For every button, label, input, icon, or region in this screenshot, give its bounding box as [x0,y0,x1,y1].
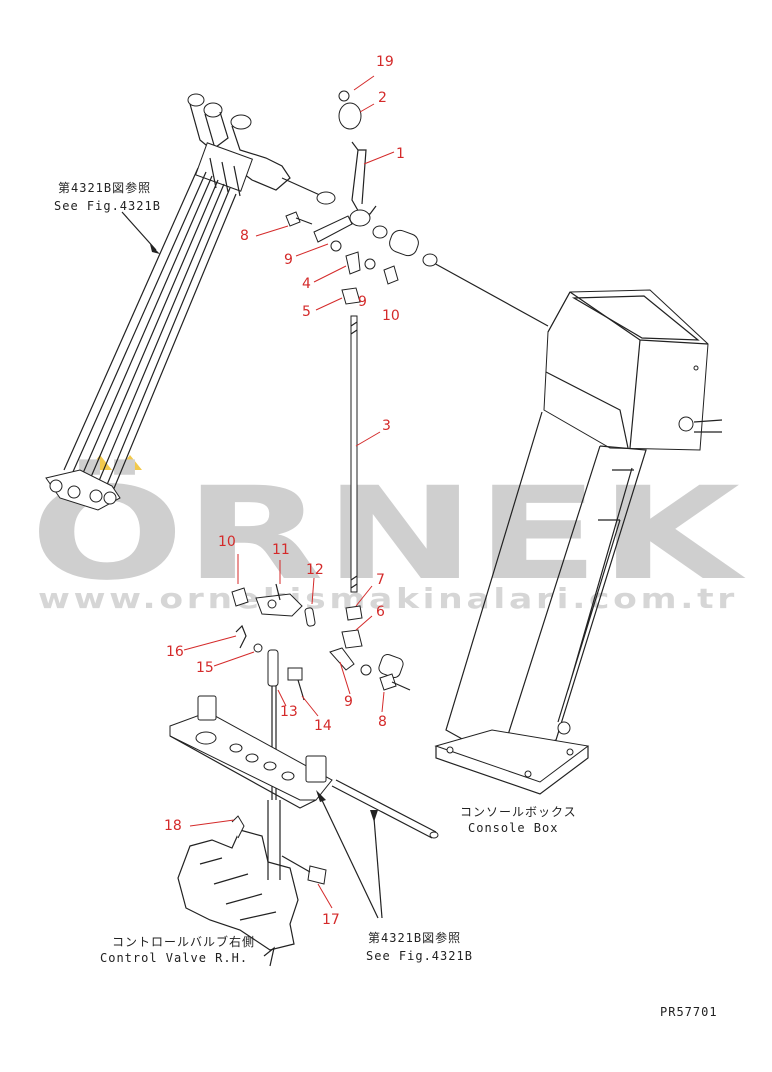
callout-9: 9 [284,252,293,268]
callout-10: 10 [382,308,400,324]
callout-12: 12 [306,562,324,578]
part-12-pin [304,607,316,627]
part-5-nut [341,287,361,305]
part-18-clip [231,815,245,839]
part-13-link [267,649,279,687]
part-8b-bolt [379,673,397,691]
part-11-lever [255,593,303,617]
part-7-nut [345,605,363,621]
part-17-bolt [307,865,327,885]
ref-top-jp: 第4321B図参照 [58,180,151,195]
callout-18: 18 [164,818,182,834]
callout-19: 19 [376,54,394,70]
callout-6: 6 [376,604,385,620]
callout-17: 17 [322,912,340,928]
part-8-bolt [285,211,301,227]
part-14-bolt [287,667,303,681]
part-2-knob [338,102,362,130]
ref-top-en: See Fig.4321B [54,199,161,213]
valve-caption-jp: コントロールバルブ右側 [112,934,255,949]
callout-8b: 8 [378,714,387,730]
part-15-washer [253,643,263,653]
callout-9b: 9 [358,294,367,310]
part-6-collar [389,229,419,257]
captions: 第4321B図参照 See Fig.4321B コンソールボックス Consol… [54,180,718,1019]
console-caption-en: Console Box [468,821,558,835]
callout-9c: 9 [344,694,353,710]
part-16-clip [235,624,247,649]
part-1-lever [351,141,377,215]
drawing-id: PR57701 [660,1005,718,1019]
part-19-pin [338,90,350,102]
part-10-nut [231,587,249,607]
ref-bottom-jp: 第4321B図参照 [368,930,461,945]
leader-lines [183,75,395,909]
ref-bottom-en: See Fig.4321B [366,949,473,963]
center-lever-parts [285,90,438,691]
console-caption-jp: コンソールボックス [460,805,577,819]
watermark-accent-mark-2 [118,455,142,470]
callout-1: 1 [396,146,405,162]
part-3-rod [350,315,358,593]
callout-7: 7 [376,572,385,588]
control-valve [177,800,327,967]
upper-lever-assembly [45,93,549,511]
part-callouts: 19 2 1 8 9 4 9 10 5 3 10 11 12 7 6 16 15… [164,54,405,928]
valve-caption-en: Control Valve R.H. [100,951,248,965]
watermark-url: www.ornekismakinalari.com.tr [38,582,738,615]
bracket-plate [169,695,439,919]
callout-16: 16 [166,644,184,660]
callout-5: 5 [302,304,311,320]
callout-11: 11 [272,542,290,558]
callout-13: 13 [280,704,298,720]
callout-4: 4 [302,276,311,292]
callout-14: 14 [314,718,332,734]
callout-2: 2 [378,90,387,106]
console-box [434,289,723,795]
watermark-accent-mark [88,455,112,470]
callout-8: 8 [240,228,249,244]
callout-10b: 10 [218,534,236,550]
watermark: ÖRNEK www.ornekismakinalari.com.tr [30,455,747,615]
callout-15: 15 [196,660,214,676]
lower-left-parts [231,583,316,800]
callout-3: 3 [382,418,391,434]
